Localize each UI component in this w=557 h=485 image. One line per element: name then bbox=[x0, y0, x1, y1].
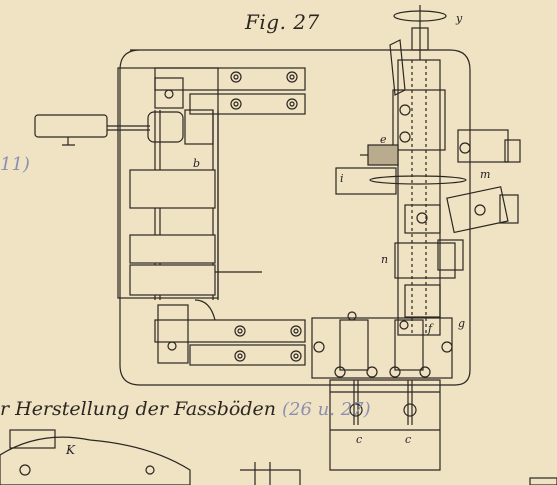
collar-disc bbox=[369, 175, 467, 185]
tool-head-lower bbox=[446, 186, 509, 234]
label-c-right: c bbox=[405, 433, 412, 446]
label-c-left: c bbox=[356, 433, 363, 446]
caption-reference: (26 u. 27) bbox=[282, 399, 371, 420]
label-m: m bbox=[480, 168, 491, 181]
label-b: b bbox=[193, 157, 201, 170]
label-i: i bbox=[340, 172, 344, 185]
caption-text: r Herstellung der Fassböden (26 u. 27) bbox=[0, 398, 371, 420]
label-g: g bbox=[458, 317, 466, 330]
figure-title: Fig. 27 bbox=[245, 10, 320, 34]
block-lower bbox=[129, 264, 216, 296]
partial-machine-left bbox=[0, 436, 191, 485]
caption-main: r Herstellung der Fassböden bbox=[0, 398, 276, 420]
machine-outer-frame bbox=[119, 49, 471, 386]
top-arm-lower bbox=[189, 93, 306, 115]
margin-pencil-note: 11) bbox=[0, 154, 30, 175]
block-middle bbox=[129, 234, 216, 264]
spindle-column bbox=[397, 59, 441, 336]
label-f: f bbox=[428, 322, 433, 335]
label-y: y bbox=[456, 12, 463, 25]
tool-head-upper bbox=[457, 129, 509, 163]
bottom-arm bbox=[154, 319, 306, 343]
handle-grip bbox=[34, 114, 108, 138]
label-K: K bbox=[66, 443, 75, 457]
block-upper bbox=[129, 169, 216, 209]
label-e: e bbox=[380, 133, 387, 146]
top-arm bbox=[154, 67, 306, 91]
label-n: n bbox=[381, 253, 389, 266]
lower-stand bbox=[329, 379, 441, 471]
